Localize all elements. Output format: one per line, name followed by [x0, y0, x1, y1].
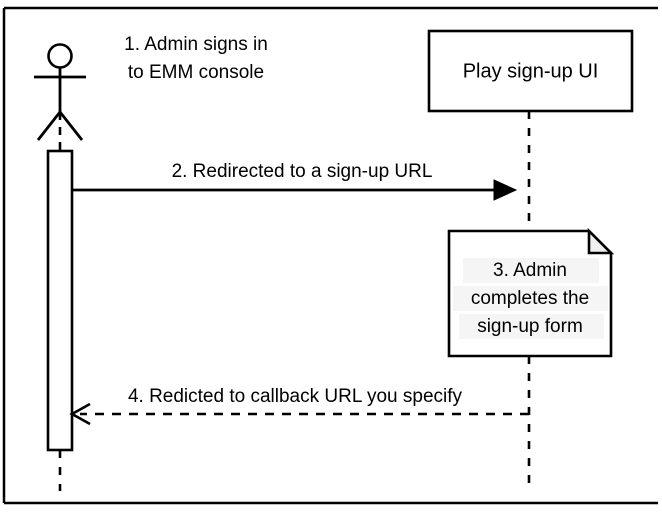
actor-leg-right-icon	[58, 111, 84, 141]
actor-leg-left-icon	[36, 111, 62, 141]
step-2-label: 2. Redirected to a sign-up URL	[172, 161, 433, 182]
note-step-3[interactable]: 3. Admin completes the sign-up form	[447, 227, 615, 358]
message-step-2[interactable]: 2. Redirected to a sign-up URL	[72, 161, 518, 201]
step-1-label-line-1: 1. Admin signs in	[124, 34, 268, 55]
note-step-3-line-1: 3. Admin	[493, 260, 567, 281]
note-step-3-line-2: completes the	[471, 288, 589, 309]
note-step-3-fold-corner-icon	[587, 227, 615, 255]
note-text-band-3	[459, 314, 604, 339]
note-step-3-line-3: sign-up form	[477, 316, 583, 337]
message-step-4[interactable]: 4. Redicted to callback URL you specify	[69, 386, 529, 426]
diagram-border	[2, 6, 658, 505]
participant-label-play-signup-ui: Play sign-up UI	[463, 60, 599, 82]
step-1-label-line-2: to EMM console	[128, 62, 264, 83]
step-4-arrowhead-open	[69, 402, 91, 426]
actor-activation-bar	[46, 149, 74, 452]
step-2-arrowhead-filled	[493, 179, 518, 201]
note-text-band-1	[463, 258, 599, 283]
note-text-band-2	[453, 286, 608, 311]
step-4-label: 4. Redicted to callback URL you specify	[128, 386, 463, 407]
actor-head-icon	[47, 43, 73, 69]
participant-box-play-signup-ui[interactable]	[427, 29, 634, 113]
actor-admin[interactable]	[34, 43, 86, 141]
